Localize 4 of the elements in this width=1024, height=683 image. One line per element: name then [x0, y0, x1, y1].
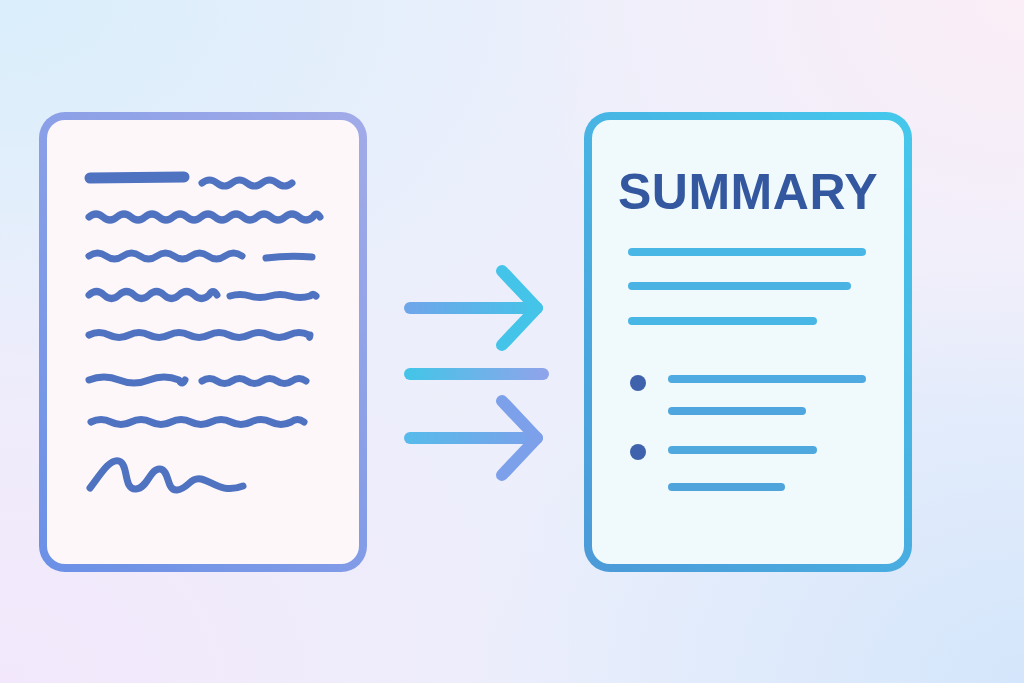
arrow [404, 395, 543, 481]
document-heading: SUMMARY [618, 167, 878, 217]
arrow [404, 265, 543, 351]
connector-line [404, 368, 549, 380]
